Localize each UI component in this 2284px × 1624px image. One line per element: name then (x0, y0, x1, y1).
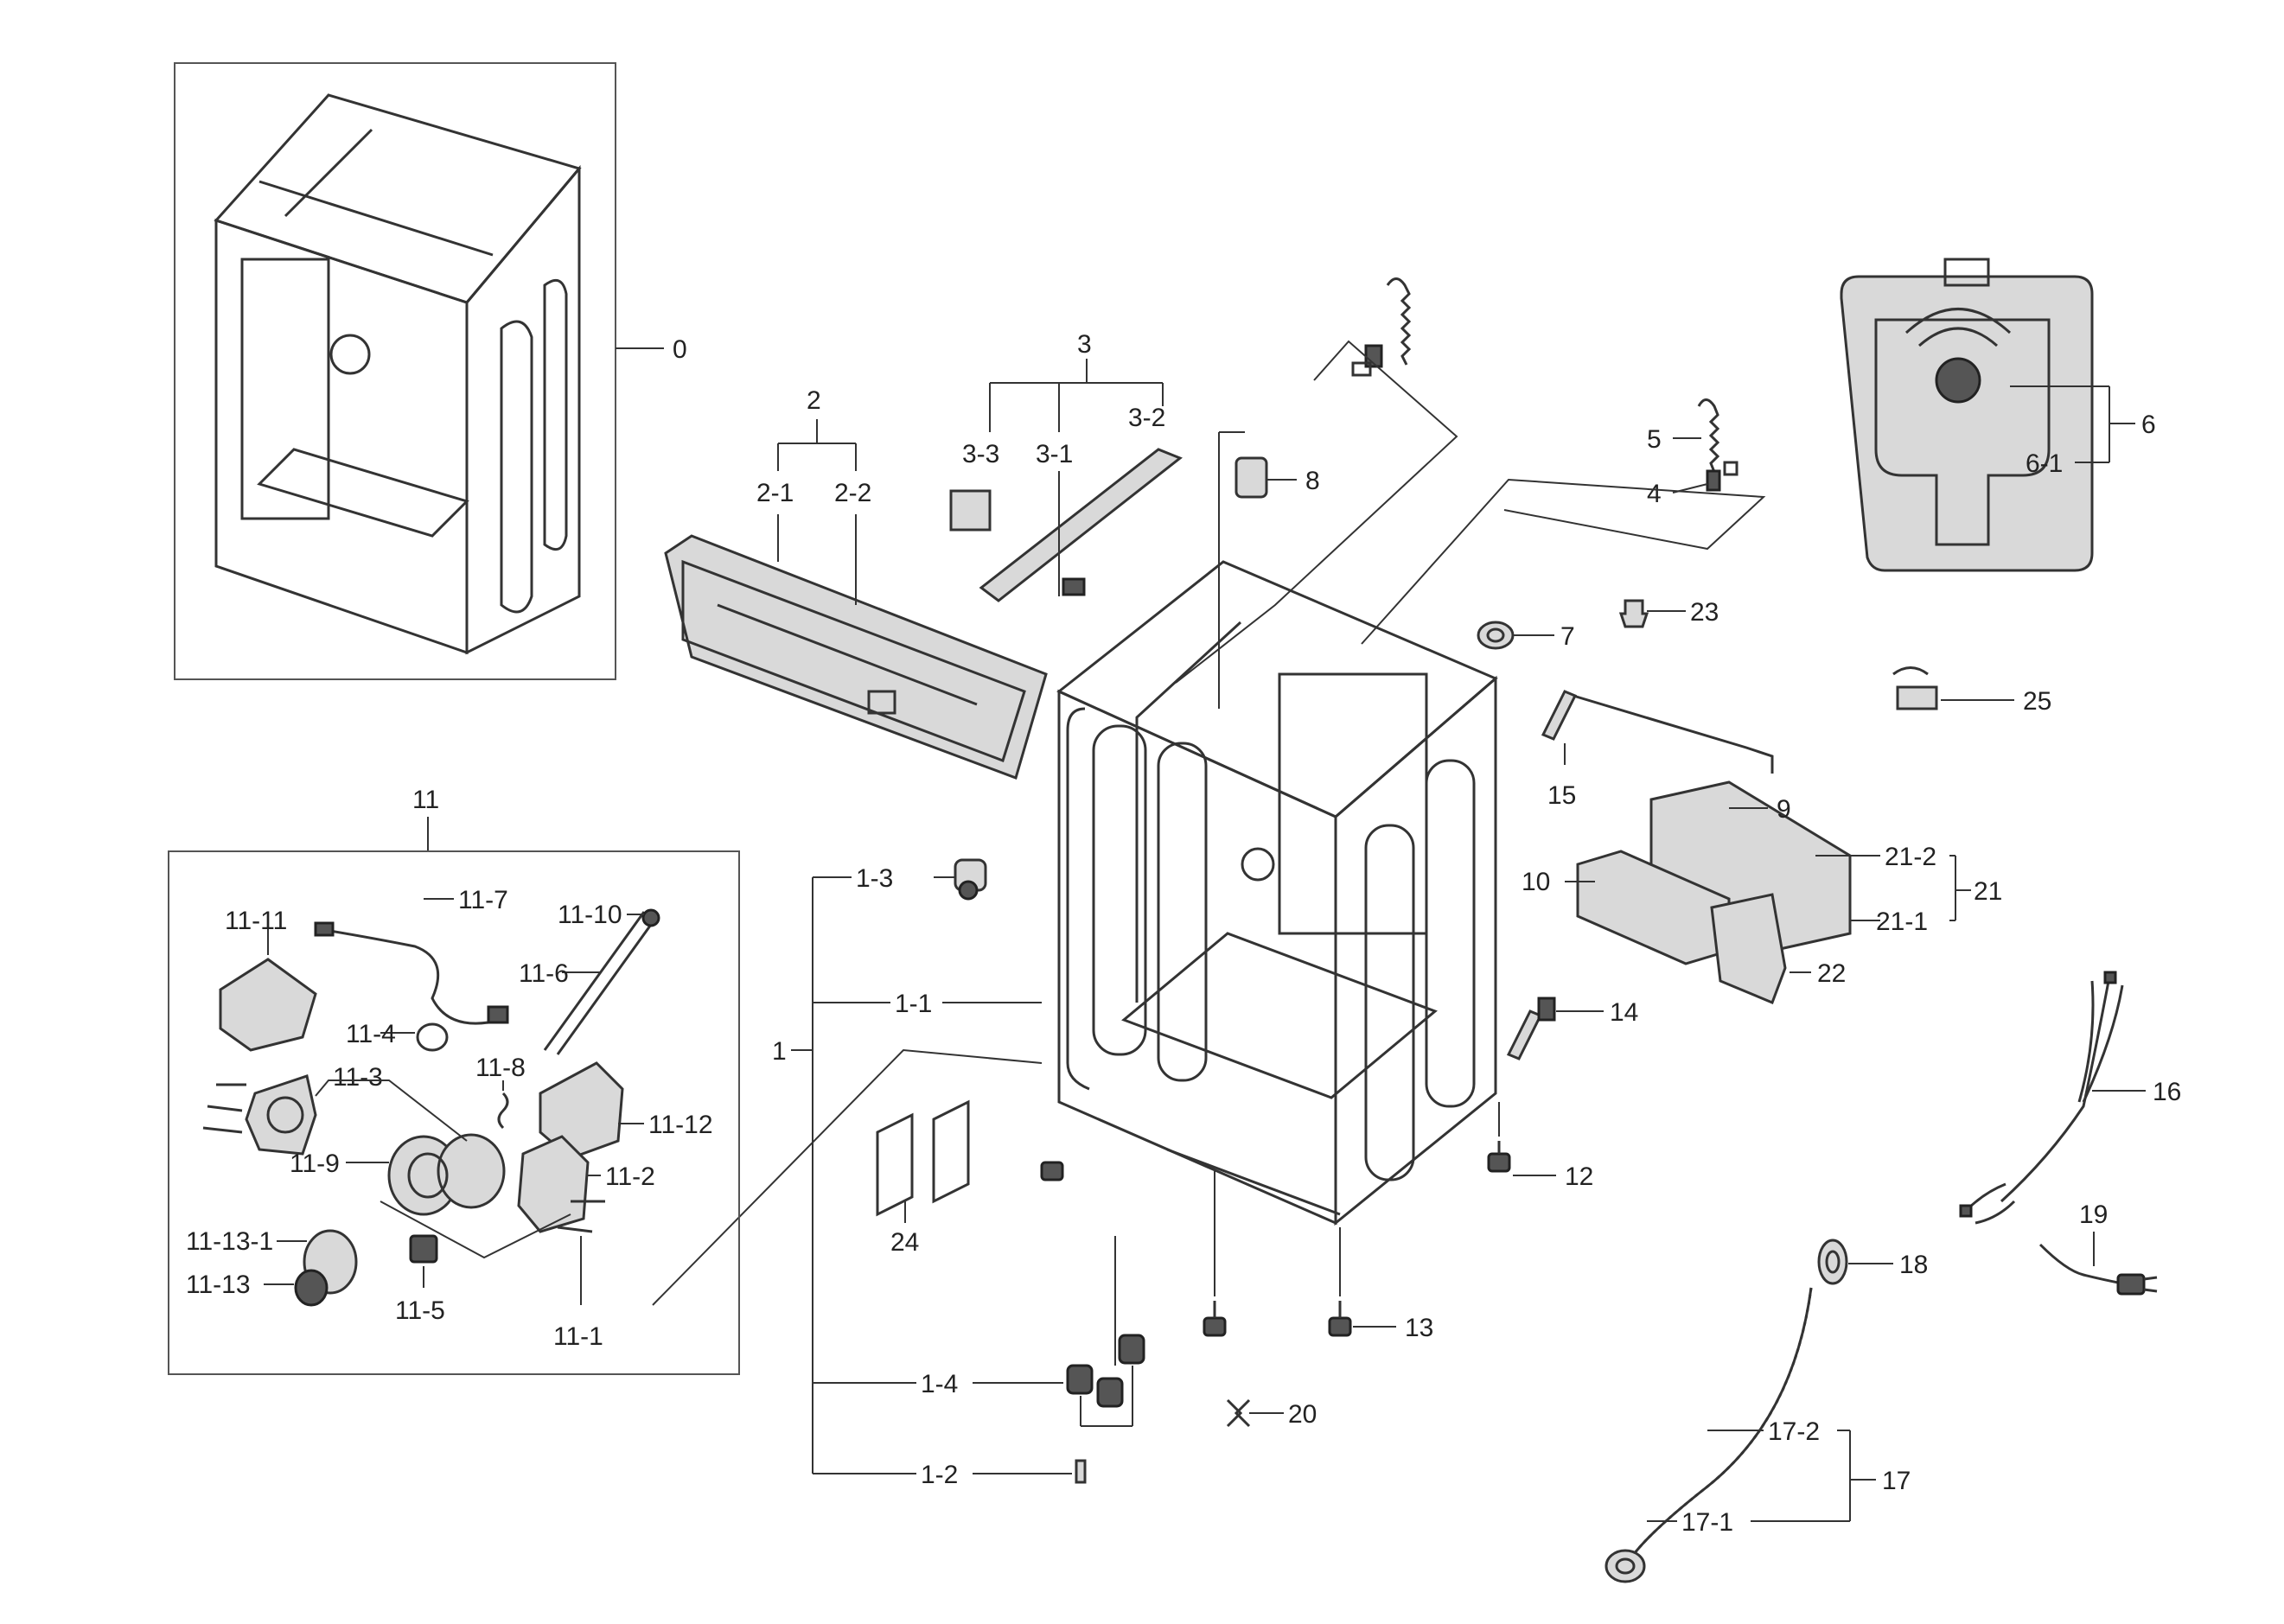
callout-3-2: 3-2 (1128, 404, 1165, 432)
noise-filter-part (1235, 456, 1268, 499)
callout-1-1: 1-1 (895, 990, 932, 1018)
callout-12: 12 (1565, 1162, 1593, 1191)
hanger-spring-part (1351, 277, 1412, 377)
callout-2-1: 2-1 (756, 479, 794, 507)
clip-part-20 (1226, 1398, 1251, 1428)
bolt-part-23 (1618, 599, 1649, 628)
main-cabinet-part (1056, 560, 1498, 1226)
leveling-leg-front (1040, 1161, 1064, 1181)
label-sheets-part-24 (876, 1099, 970, 1217)
bracket-part (949, 448, 1183, 602)
callout-11-1: 11-1 (553, 1322, 603, 1351)
callout-11-13: 11-13 (186, 1271, 251, 1299)
callout-5: 5 (1647, 425, 1662, 454)
callout-9: 9 (1777, 795, 1791, 824)
callout-14: 14 (1610, 998, 1638, 1027)
top-panel-part (664, 534, 1048, 780)
callout-13: 13 (1405, 1314, 1433, 1342)
back-cover-part (1840, 258, 2094, 572)
cabinet-assembly-box (174, 62, 616, 680)
wire-harness-part-16 (1959, 971, 2124, 1225)
callout-20: 20 (1288, 1400, 1317, 1429)
power-cord-part-19 (2038, 1243, 2158, 1296)
callout-17: 17 (1882, 1467, 1911, 1495)
callout-1-3: 1-3 (856, 864, 893, 893)
callout-21-1: 21-1 (1876, 908, 1928, 936)
callout-11: 11 (412, 786, 439, 814)
callout-1: 1 (772, 1037, 787, 1066)
callout-3: 3 (1077, 330, 1092, 359)
callout-6-1: 6-1 (2026, 449, 2063, 478)
callout-15: 15 (1547, 781, 1576, 810)
callout-11-13-1: 11-13-1 (186, 1227, 273, 1256)
callout-11-5: 11-5 (395, 1296, 445, 1325)
valve-part-1-3 (954, 858, 987, 901)
callout-11-2: 11-2 (605, 1162, 655, 1191)
callout-4: 4 (1647, 480, 1662, 508)
callout-8: 8 (1305, 467, 1320, 495)
callout-0: 0 (673, 335, 687, 364)
callout-11-10: 11-10 (558, 901, 622, 929)
callout-7: 7 (1560, 622, 1575, 651)
callout-11-11: 11-11 (225, 907, 287, 935)
hook-part-4 (1706, 461, 1739, 492)
hose-holder-part-18 (1817, 1239, 1848, 1285)
sensor-part-25 (1892, 666, 1938, 710)
callout-22: 22 (1817, 959, 1846, 988)
callout-17-1: 17-1 (1681, 1508, 1733, 1537)
callout-11-6: 11-6 (519, 959, 569, 988)
callout-1-4: 1-4 (921, 1370, 958, 1398)
callout-11-4: 11-4 (346, 1020, 396, 1048)
pump-assembly-parts (202, 908, 660, 1307)
damper-part-15 (1541, 690, 1774, 774)
callout-18: 18 (1899, 1251, 1928, 1279)
callout-21-2: 21-2 (1885, 843, 1936, 871)
callout-11-3: 11-3 (333, 1063, 383, 1092)
callout-11-9: 11-9 (290, 1150, 340, 1178)
callout-2: 2 (807, 386, 821, 415)
spring-part-5 (1697, 398, 1720, 473)
callout-24: 24 (890, 1228, 919, 1257)
callout-11-7: 11-7 (458, 886, 508, 914)
callout-11-12: 11-12 (648, 1111, 713, 1139)
leveling-leg-part-13 (1203, 1301, 1352, 1337)
callout-3-1: 3-1 (1036, 440, 1073, 468)
pump-assembly-box (168, 850, 740, 1375)
callout-2-2: 2-2 (834, 479, 871, 507)
callout-11-8: 11-8 (475, 1054, 526, 1082)
callout-19: 19 (2079, 1200, 2108, 1229)
callout-3-3: 3-3 (962, 440, 999, 468)
drain-hose-part-17 (1605, 1287, 1813, 1583)
callout-21: 21 (1974, 877, 2002, 906)
screw-part-1-2 (1075, 1459, 1087, 1484)
ring-part-7 (1477, 621, 1515, 650)
damper-part-14 (1506, 997, 1556, 1060)
callout-6: 6 (2141, 411, 2156, 439)
callout-17-2: 17-2 (1768, 1417, 1820, 1446)
callout-16: 16 (2153, 1078, 2181, 1106)
callout-10: 10 (1522, 868, 1550, 896)
callout-25: 25 (2023, 687, 2051, 716)
callout-1-2: 1-2 (921, 1461, 958, 1489)
leveling-leg-part-12 (1487, 1141, 1511, 1173)
pcb-case-part-22 (1710, 893, 1787, 1004)
foot-parts-1-4 (1066, 1334, 1145, 1408)
callout-23: 23 (1690, 598, 1719, 627)
